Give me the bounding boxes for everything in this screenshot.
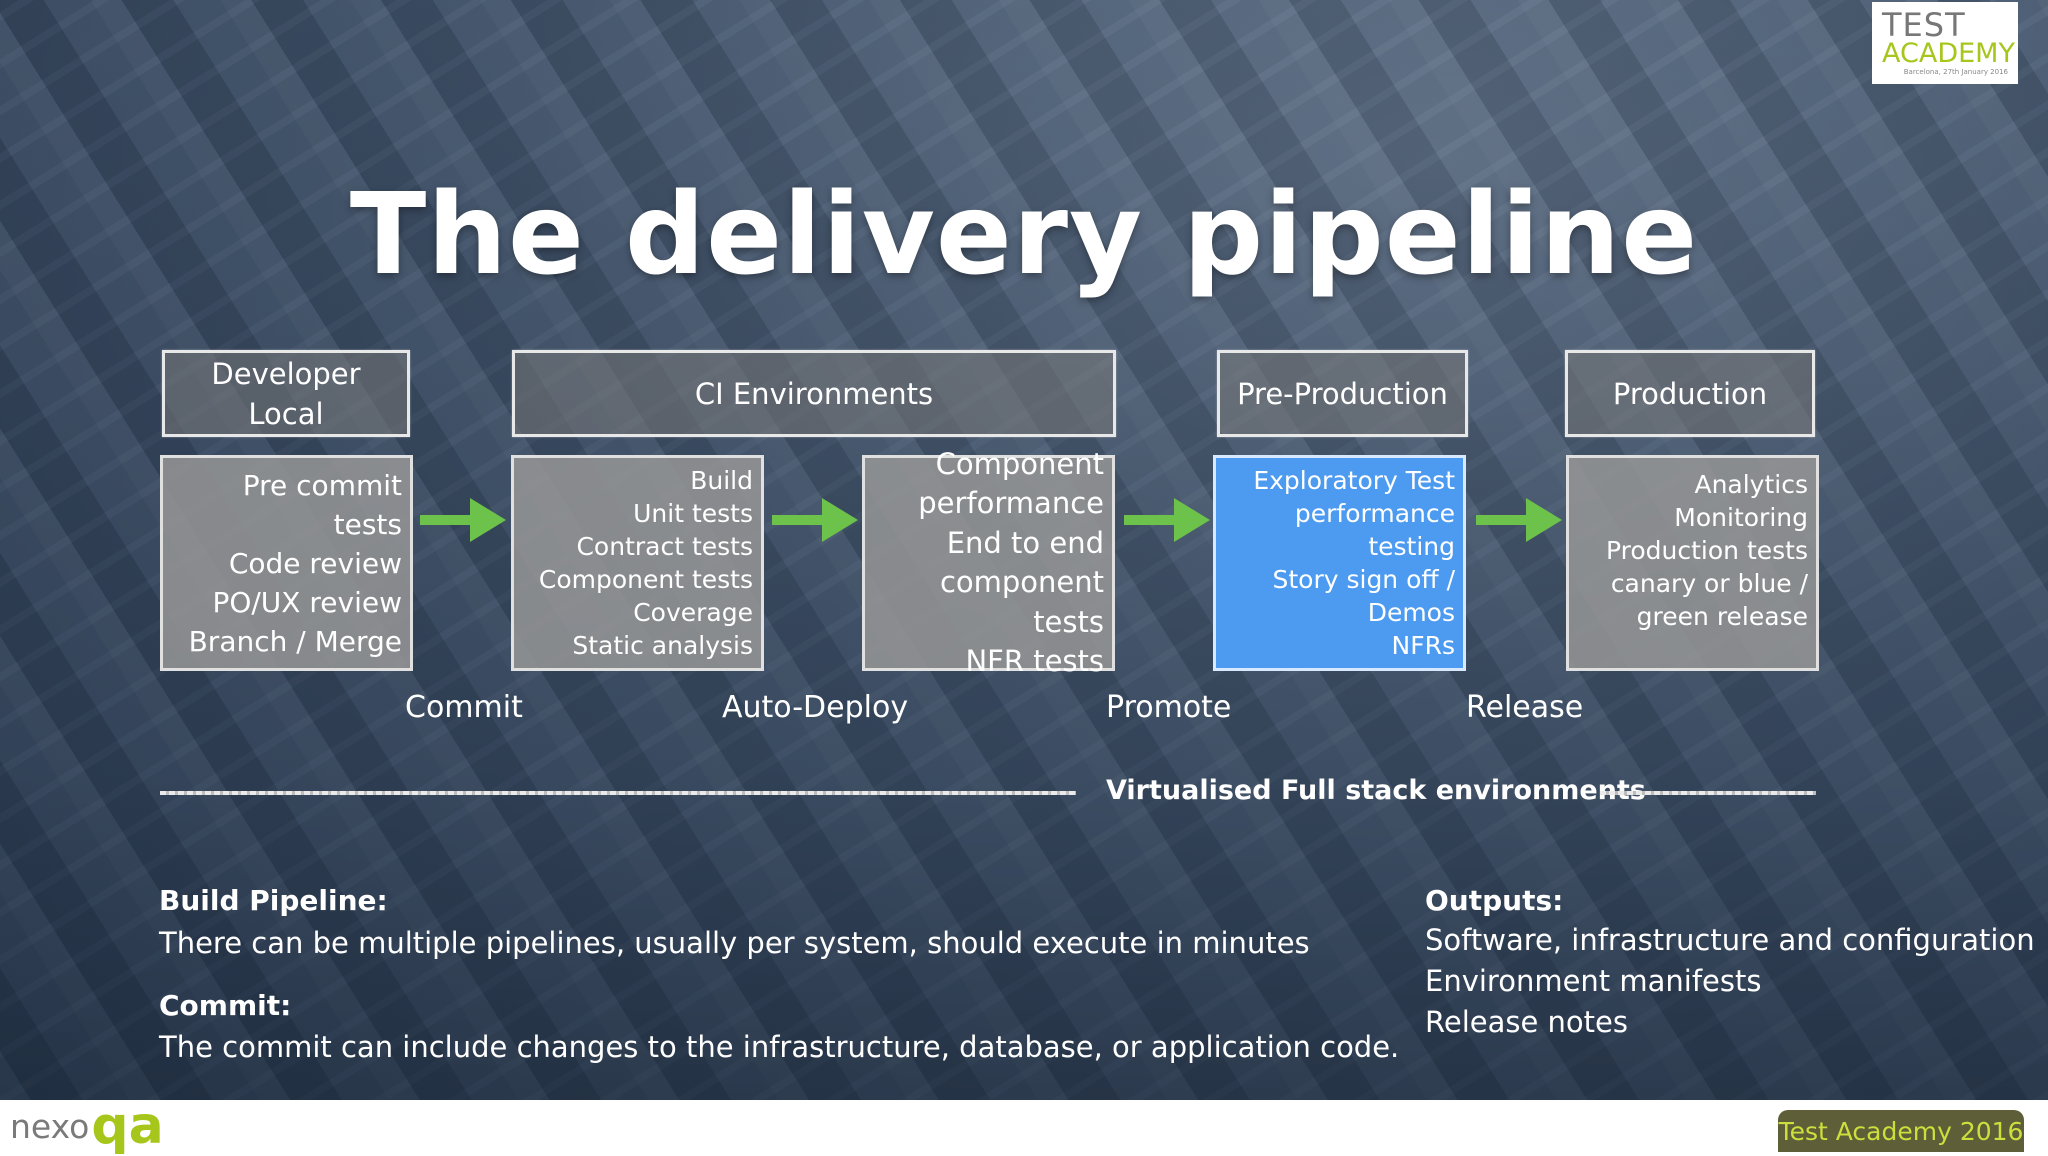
arrow-right-icon	[420, 498, 506, 542]
logo-line2: ACADEMY	[1882, 38, 2015, 69]
stage-header-pre-production: Pre-Production	[1217, 350, 1468, 437]
stage-item: NFR tests	[965, 644, 1104, 678]
arrow-right-icon	[1476, 498, 1562, 542]
footer-bar	[0, 1100, 2048, 1152]
arrow-right-icon	[772, 498, 858, 542]
virtualised-label: Virtualised Full stack environments	[1106, 775, 1646, 806]
stage-item: Story sign off /	[1272, 565, 1455, 594]
outputs-heading: Outputs:	[1425, 884, 1564, 917]
stage-item: PO/UX review	[212, 585, 402, 619]
logo-line1: TEST	[1882, 6, 1966, 44]
stage-item: Exploratory Test	[1253, 466, 1455, 495]
stage-header-developer-local: Developer Local	[162, 350, 410, 437]
stage-item: Component	[935, 446, 1104, 481]
stage-item: Demos	[1367, 598, 1455, 627]
stage-item: NFRs	[1391, 631, 1455, 660]
outputs-item: Environment manifests	[1425, 964, 1762, 998]
outputs-item: Release notes	[1425, 1005, 1628, 1039]
stage-item: performance	[918, 486, 1104, 520]
stage-box-production: Analytics Monitoring Production tests ca…	[1566, 455, 1819, 671]
stage-header-production: Production	[1565, 350, 1815, 437]
stage-item: Build	[690, 466, 753, 495]
transition-label-release: Release	[1466, 690, 1584, 725]
stage-item: performance testing	[1294, 499, 1455, 561]
virtualised-divider-right	[1600, 791, 1816, 795]
stage-item: Static analysis	[572, 631, 753, 660]
test-academy-logo: TEST ACADEMY Barcelona, 27th January 201…	[1872, 2, 2018, 84]
stage-box-pre-production: Exploratory Test performance testing Sto…	[1213, 455, 1466, 671]
stage-item: Coverage	[633, 598, 753, 627]
brand-left: nexo	[10, 1106, 90, 1146]
nexoqa-logo: nexo qa	[10, 1100, 164, 1152]
stage-item: green release	[1636, 602, 1808, 631]
stage-item: Production tests	[1606, 536, 1808, 565]
commit-heading: Commit:	[159, 989, 292, 1022]
transition-label-commit: Commit	[405, 690, 523, 725]
stage-item: Analytics	[1694, 470, 1808, 499]
commit-text: The commit can include changes to the in…	[159, 1030, 1400, 1064]
stage-box-developer-local: Pre commit tests Code review PO/UX revie…	[160, 455, 413, 671]
outputs-item: Software, infrastructure and configurati…	[1425, 923, 2035, 957]
stage-box-ci-build: Build Unit tests Contract tests Componen…	[511, 455, 764, 671]
stage-box-ci-component: Component performance End to end compone…	[862, 447, 1115, 678]
slide-title: The delivery pipeline	[349, 170, 1699, 300]
stage-item: Unit tests	[633, 499, 753, 528]
logo-line3: Barcelona, 27th January 2016	[1903, 68, 2008, 76]
build-pipeline-heading: Build Pipeline:	[159, 884, 388, 917]
stage-item: Pre commit tests	[242, 468, 402, 541]
stage-item: component tests	[939, 565, 1104, 639]
brand-right: qa	[91, 1096, 164, 1156]
stage-item: End to end	[946, 525, 1104, 560]
transition-label-auto-deploy: Auto-Deploy	[722, 690, 909, 725]
stage-item: Contract tests	[576, 532, 753, 561]
outputs-list: Software, infrastructure and configurati…	[1425, 920, 2035, 1043]
stage-item: canary or blue /	[1610, 569, 1808, 598]
stage-item: Code review	[228, 546, 402, 580]
stage-header-ci-environments: CI Environments	[512, 350, 1116, 437]
stage-item: Monitoring	[1674, 503, 1808, 532]
arrow-right-icon	[1124, 498, 1210, 542]
stage-item: Branch / Merge	[188, 624, 402, 658]
transition-label-promote: Promote	[1106, 690, 1232, 725]
build-pipeline-text: There can be multiple pipelines, usually…	[159, 926, 1310, 960]
stage-item: Component tests	[538, 565, 753, 594]
test-academy-badge: Test Academy 2016	[1778, 1110, 2024, 1152]
virtualised-divider-left	[160, 791, 1076, 795]
